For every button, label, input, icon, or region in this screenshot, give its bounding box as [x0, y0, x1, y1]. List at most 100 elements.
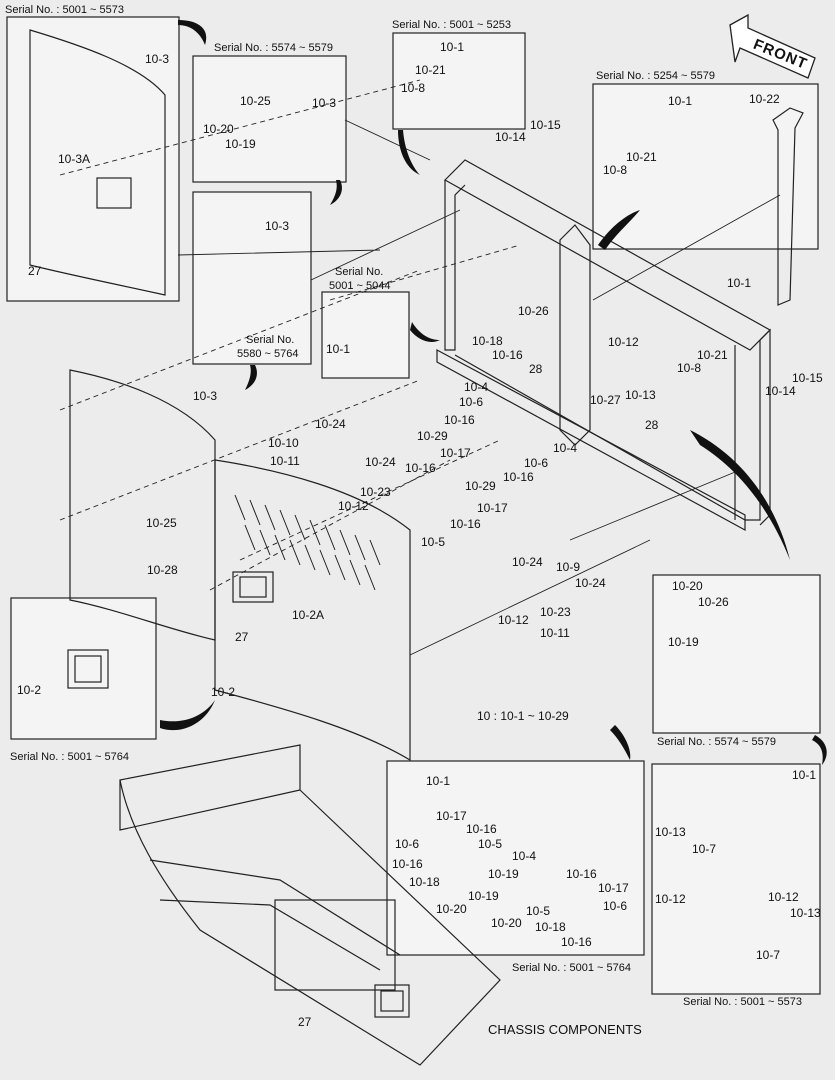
part-label: 10-17 — [436, 809, 467, 823]
part-label: 10-12 — [655, 892, 686, 906]
detail-box-bracket-5001 — [386, 760, 645, 956]
detail-box-frame-5254 — [592, 83, 819, 250]
part-label: 10-21 — [415, 63, 446, 77]
part-label: 10-6 — [459, 395, 484, 409]
part-label: 10-8 — [603, 163, 628, 177]
diagram-title: CHASSIS COMPONENTS — [488, 1022, 642, 1037]
part-label: 10-4 — [464, 380, 489, 394]
serial-label: Serial No. : 5574 ~ 5579 — [214, 42, 333, 54]
part-label: 10-4 — [512, 849, 537, 863]
serial-label: Serial No. : 5001 ~ 5764 — [10, 751, 129, 763]
part-label: 10-19 — [488, 867, 519, 881]
part-label: 10-24 — [365, 455, 396, 469]
part-label: 10-5 — [478, 837, 503, 851]
part-label: 10-6 — [524, 456, 549, 470]
part-label: 10-23 — [540, 605, 571, 619]
part-label: 10-29 — [465, 479, 496, 493]
detail-box-frame-5001 — [392, 32, 526, 130]
detail-box-panel-5580 — [192, 191, 312, 365]
part-label: 10-11 — [270, 454, 300, 468]
part-label: 27 — [28, 264, 42, 278]
part-label: 10-20 — [491, 916, 522, 930]
part-label: 10-19 — [225, 137, 256, 151]
part-label: 10-12 — [608, 335, 639, 349]
part-label: 10-17 — [598, 881, 629, 895]
part-label: 10-11 — [540, 626, 570, 640]
serial-label: Serial No. : 5254 ~ 5579 — [596, 70, 715, 82]
part-label: 10-7 — [692, 842, 717, 856]
part-label: 10-26 — [698, 595, 729, 609]
part-label: 10-29 — [417, 429, 448, 443]
part-label: 10-3A — [58, 152, 91, 166]
part-label: 10-13 — [790, 906, 821, 920]
front-arrow-icon — [729, 13, 816, 79]
part-label: 10-19 — [468, 889, 499, 903]
detail-box-hinge-5001 — [651, 763, 821, 995]
detail-box-side-panel — [6, 16, 180, 302]
part-label: 10-21 — [626, 150, 657, 164]
part-label: 10-20 — [203, 122, 234, 136]
part-label: 10-16 — [566, 867, 597, 881]
detail-box-latch-5574 — [192, 55, 347, 183]
part-label: 10-10 — [268, 436, 299, 450]
part-label: 10-18 — [472, 334, 503, 348]
part-label: 10-16 — [466, 822, 497, 836]
part-label: 10-6 — [603, 899, 628, 913]
part-label: 10-8 — [677, 361, 702, 375]
part-label: 10-19 — [668, 635, 699, 649]
serial-label: Serial No. : 5001 ~ 5573 — [5, 4, 124, 16]
part-label: 10-18 — [409, 875, 440, 889]
serial-label: Serial No. : 5001 ~ 5764 — [512, 962, 631, 974]
part-label: 10-16 — [444, 413, 475, 427]
part-label: 10-1 — [426, 774, 451, 788]
part-label: 10-21 — [697, 348, 728, 362]
part-label: 10-1 — [326, 342, 351, 356]
part-label: 10-16 — [503, 470, 534, 484]
part-label: 10-16 — [492, 348, 523, 362]
part-label: 27 — [298, 1015, 312, 1029]
part-label: 10-16 — [450, 517, 481, 531]
part-label: 10-8 — [401, 81, 426, 95]
detail-box-frame-5044 — [321, 291, 410, 379]
part-label: 10-23 — [360, 485, 391, 499]
part-label: 10-1 — [440, 40, 465, 54]
part-label: 10-5 — [526, 904, 551, 918]
part-label: 10-3 — [265, 219, 290, 233]
serial-label: 5001 ~ 5044 — [329, 280, 391, 292]
part-label: 10-12 — [498, 613, 529, 627]
part-label: 10-13 — [655, 825, 686, 839]
part-label: 10-20 — [672, 579, 703, 593]
serial-label: Serial No. : 5001 ~ 5573 — [683, 996, 802, 1008]
part-label: 10-6 — [395, 837, 420, 851]
part-label: 10-28 — [147, 563, 178, 577]
part-label: 10-3 — [145, 52, 170, 66]
part-label: 10-2 — [211, 685, 236, 699]
part-label: 10-1 — [792, 768, 817, 782]
part-label: 10-24 — [315, 417, 346, 431]
part-label: 10-14 — [495, 130, 526, 144]
part-label: 10-14 — [765, 384, 796, 398]
part-label: 10-22 — [749, 92, 780, 106]
part-label: 10-16 — [561, 935, 592, 949]
part-label: 10-16 — [392, 857, 423, 871]
part-label: 10-15 — [530, 118, 561, 132]
part-label: 10-15 — [792, 371, 823, 385]
part-label: 10-17 — [477, 501, 508, 515]
part-label: 10-4 — [553, 441, 578, 455]
part-label: 10-20 — [436, 902, 467, 916]
part-label: 10-12 — [768, 890, 799, 904]
part-label: 10-2 — [17, 683, 42, 697]
part-label: 10-16 — [405, 461, 436, 475]
part-label: 10-18 — [535, 920, 566, 934]
part-label: 28 — [645, 418, 659, 432]
part-label: 10-12 — [338, 499, 369, 513]
serial-label: Serial No. : 5001 ~ 5253 — [392, 19, 511, 31]
part-label: 10-3 — [312, 96, 337, 110]
part-label: 10-17 — [440, 446, 471, 460]
part-label: 10-25 — [146, 516, 177, 530]
part-label: 10-27 — [590, 393, 621, 407]
serial-label: Serial No. — [335, 266, 384, 278]
part-label: 10-5 — [421, 535, 446, 549]
